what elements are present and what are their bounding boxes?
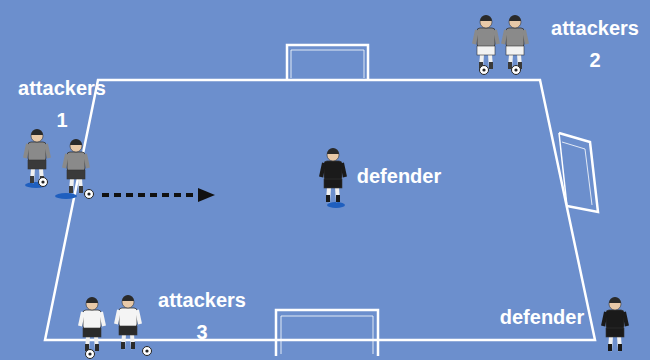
role-label: defender xyxy=(349,160,449,192)
group-label: attackers 2 xyxy=(545,12,645,76)
arrow-head xyxy=(198,188,215,202)
attacker-player xyxy=(80,295,152,359)
group-label: attackers 3 xyxy=(152,284,252,348)
attacker-player xyxy=(25,129,94,199)
group-label: attackers 1 xyxy=(12,72,112,136)
dribble-arrow xyxy=(102,193,200,197)
role-label: defender xyxy=(492,301,592,333)
goal xyxy=(276,310,378,356)
attacker-player xyxy=(474,15,527,75)
goal xyxy=(287,45,368,80)
defender-player xyxy=(321,148,627,351)
goal xyxy=(559,133,598,212)
